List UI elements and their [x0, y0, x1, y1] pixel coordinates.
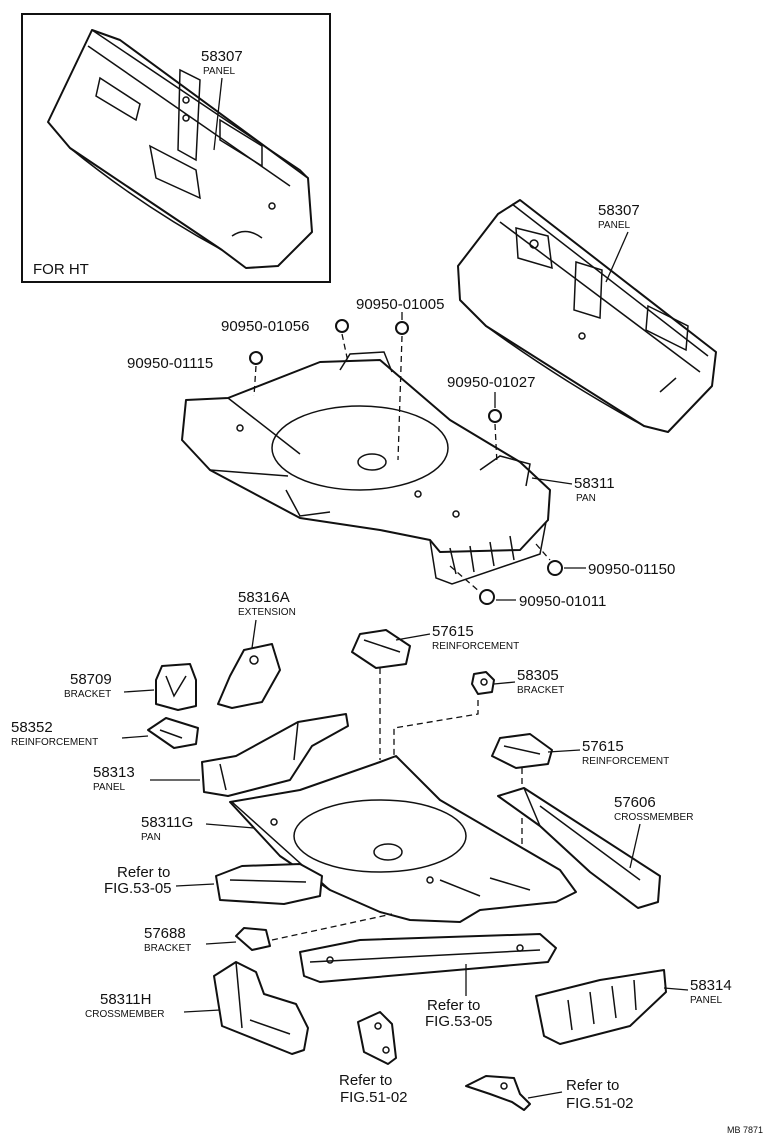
- extension-58316a-drawing: [217, 643, 281, 709]
- bottom-right-bracket-drawing: [465, 1075, 531, 1111]
- crossmember-58311h-leader: [183, 1009, 221, 1013]
- bracket-58305-number: 58305: [517, 667, 559, 684]
- pan-58311-number: 58311: [574, 475, 615, 492]
- inset-frame: [21, 13, 331, 283]
- inset-label: FOR HT: [33, 261, 89, 278]
- ref-left-line2: FIG.53-05: [104, 880, 172, 897]
- crossmember-58311h-number: 58311H: [100, 991, 151, 1008]
- panel-58307-drawing: [457, 199, 717, 433]
- ref-left-leader: [175, 883, 215, 887]
- bracket-57688-number: 57688: [144, 925, 186, 942]
- crossmember-57606-name: CROSSMEMBER: [614, 812, 693, 823]
- reinf-57615-upper-number: 57615: [432, 623, 474, 640]
- panel-58313-number: 58313: [93, 764, 135, 781]
- ref-center-line1: Refer to: [427, 997, 480, 1014]
- pan-58311-drawing: [181, 351, 551, 585]
- ref-bottom-right-line2: FIG.51-02: [566, 1095, 634, 1112]
- reinf-58352-leader: [121, 735, 149, 739]
- bracket-58709-name: BRACKET: [64, 689, 111, 700]
- panel-58314-number: 58314: [690, 977, 732, 994]
- panel-58307-number: 58307: [598, 202, 640, 219]
- crossmember-58311h-drawing: [213, 961, 309, 1055]
- panel-ht-number: 58307: [201, 48, 243, 65]
- bracket-57688-drawing: [235, 913, 393, 951]
- bracket-58305-name: BRACKET: [517, 685, 564, 696]
- plug-01115: 90950-01115: [127, 351, 263, 397]
- panel-ht-drawing: [47, 29, 313, 269]
- reinf-58352-number: 58352: [11, 719, 53, 736]
- bracket-58709-number: 58709: [70, 671, 112, 688]
- bracket-58709-leader: [123, 689, 155, 693]
- plug-01056-label: 90950-01056: [221, 318, 309, 335]
- plug-01027-label: 90950-01027: [447, 374, 535, 391]
- panel-58313-drawing: [201, 713, 349, 797]
- pan-58311-name: PAN: [576, 493, 596, 504]
- reinf-57615-lower-name: REINFORCEMENT: [582, 756, 669, 767]
- bracket-57688-leader: [205, 941, 237, 945]
- reinf-57615-lower-drawing: [491, 733, 553, 880]
- panel-ht-leader: [213, 77, 223, 151]
- extension-58316a-name: EXTENSION: [238, 607, 296, 618]
- bottom-center-plate-drawing: [357, 1011, 397, 1065]
- plug-01011-label: 90950-01011: [519, 593, 606, 610]
- reinf-58352-drawing: [147, 717, 199, 749]
- plug-01027: 90950-01027: [447, 374, 535, 465]
- bracket-58305-leader: [493, 681, 516, 685]
- panel-58314-drawing: [535, 969, 667, 1045]
- pan-58311g-name: PAN: [141, 832, 161, 843]
- reinf-57615-upper-leader: [395, 633, 431, 641]
- ref-bottom-center-line2: FIG.51-02: [340, 1089, 408, 1106]
- bracket-58305-drawing: [393, 671, 495, 760]
- panel-ht-name: PANEL: [203, 66, 235, 77]
- plug-01005: 90950-01005: [356, 296, 444, 461]
- plug-01115-label: 90950-01115: [127, 355, 213, 372]
- pan-58311g-number: 58311G: [141, 814, 193, 831]
- ref-bottom-center-line1: Refer to: [339, 1072, 392, 1089]
- plug-01011: 90950-01011: [449, 565, 606, 610]
- panel-58313-name: PANEL: [93, 782, 125, 793]
- ref-bottom-right-leader: [527, 1091, 563, 1099]
- panel-58307-leader: [605, 231, 629, 283]
- pan-58311g-leader: [205, 823, 255, 829]
- reinf-57615-lower-number: 57615: [582, 738, 624, 755]
- center-crossmember-drawing: [299, 933, 557, 983]
- plug-01150: 90950-01150: [535, 543, 675, 578]
- left-member-drawing: [215, 863, 323, 905]
- panel-58314-leader: [663, 987, 689, 991]
- plug-01150-label: 90950-01150: [588, 561, 675, 578]
- ref-bottom-right-line1: Refer to: [566, 1077, 619, 1094]
- crossmember-57606-leader: [629, 823, 641, 869]
- extension-58316a-number: 58316A: [238, 589, 290, 606]
- panel-58314-name: PANEL: [690, 995, 722, 1006]
- panel-58307-name: PANEL: [598, 220, 630, 231]
- crossmember-57606-drawing: [497, 787, 661, 909]
- extension-58316a-leader: [251, 619, 257, 649]
- reinf-58352-name: REINFORCEMENT: [11, 737, 98, 748]
- crossmember-58311h-name: CROSSMEMBER: [85, 1009, 164, 1020]
- plug-01056: 90950-01056: [221, 318, 349, 363]
- plug-01005-label: 90950-01005: [356, 296, 444, 313]
- pan-58311-leader: [531, 477, 573, 485]
- bracket-58709-drawing: [155, 663, 197, 711]
- reinf-57615-upper-name: REINFORCEMENT: [432, 641, 519, 652]
- bracket-57688-name: BRACKET: [144, 943, 191, 954]
- reinf-57615-upper-drawing: [351, 629, 411, 760]
- inset-for-ht: 58307 PANEL FOR HT: [21, 13, 331, 283]
- crossmember-57606-number: 57606: [614, 794, 656, 811]
- diagram-code: MB 7871: [727, 1125, 763, 1135]
- ref-left-line1: Refer to: [117, 864, 170, 881]
- ref-center-line2: FIG.53-05: [425, 1013, 493, 1030]
- reinf-57615-lower-leader: [547, 749, 581, 753]
